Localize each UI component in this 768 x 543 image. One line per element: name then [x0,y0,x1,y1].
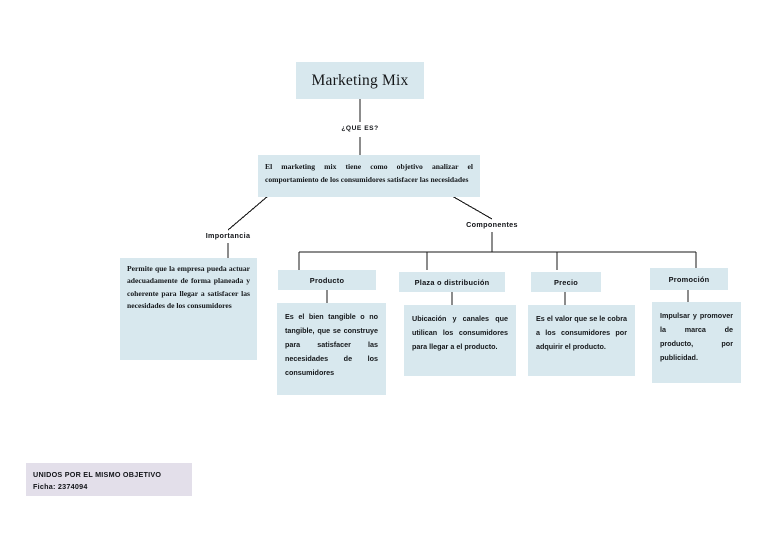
wire-summary-to-componentes [451,195,493,220]
component-detail-promocion[interactable]: Impulsar y promover la marca de producto… [652,302,741,383]
component-detail-precio[interactable]: Es el valor que se le cobra a los consum… [528,305,635,376]
component-chip-label: Promoción [668,274,710,284]
root-node-marketing-mix[interactable]: Marketing Mix [296,62,424,99]
edge-label-importancia: Importancia [205,231,251,240]
component-detail-text: Ubicación y canales que utilican los con… [412,314,508,352]
component-chip-promocion[interactable]: Promoción [650,268,728,290]
component-detail-text: Es el bien tangible o no tangible, que s… [285,312,378,378]
importancia-text: Permite que la empresa pueda actuar adec… [127,264,250,310]
footer-line-ficha: Ficha: 2374094 [33,481,88,491]
importancia-node[interactable]: Permite que la empresa pueda actuar adec… [120,258,257,360]
component-chip-label: Precio [553,277,579,287]
summary-text: El marketing mix tiene como objetivo ana… [265,162,473,185]
edge-label-componentes: Componentes [466,220,518,229]
footer-stamp: UNIDOS POR EL MISMO OBJETIVO Ficha: 2374… [26,463,192,496]
component-chip-label: Plaza o distribución [414,277,490,287]
edge-label-que-es: ¿QUE ES? [341,125,379,132]
wire-summary-to-importancia [227,195,269,231]
root-node-label: Marketing Mix [311,71,409,89]
component-chip-label: Producto [309,275,345,285]
component-detail-text: Impulsar y promover la marca de producto… [660,311,733,363]
footer-line-objective: UNIDOS POR EL MISMO OBJETIVO [33,470,162,479]
component-chip-producto[interactable]: Producto [278,270,376,290]
component-chip-precio[interactable]: Precio [531,272,601,292]
component-chip-plaza[interactable]: Plaza o distribución [399,272,505,292]
component-detail-producto[interactable]: Es el bien tangible o no tangible, que s… [277,303,386,395]
component-detail-text: Es el valor que se le cobra a los consum… [536,314,627,352]
summary-node[interactable]: El marketing mix tiene como objetivo ana… [258,155,480,197]
component-detail-plaza[interactable]: Ubicación y canales que utilican los con… [404,305,516,376]
